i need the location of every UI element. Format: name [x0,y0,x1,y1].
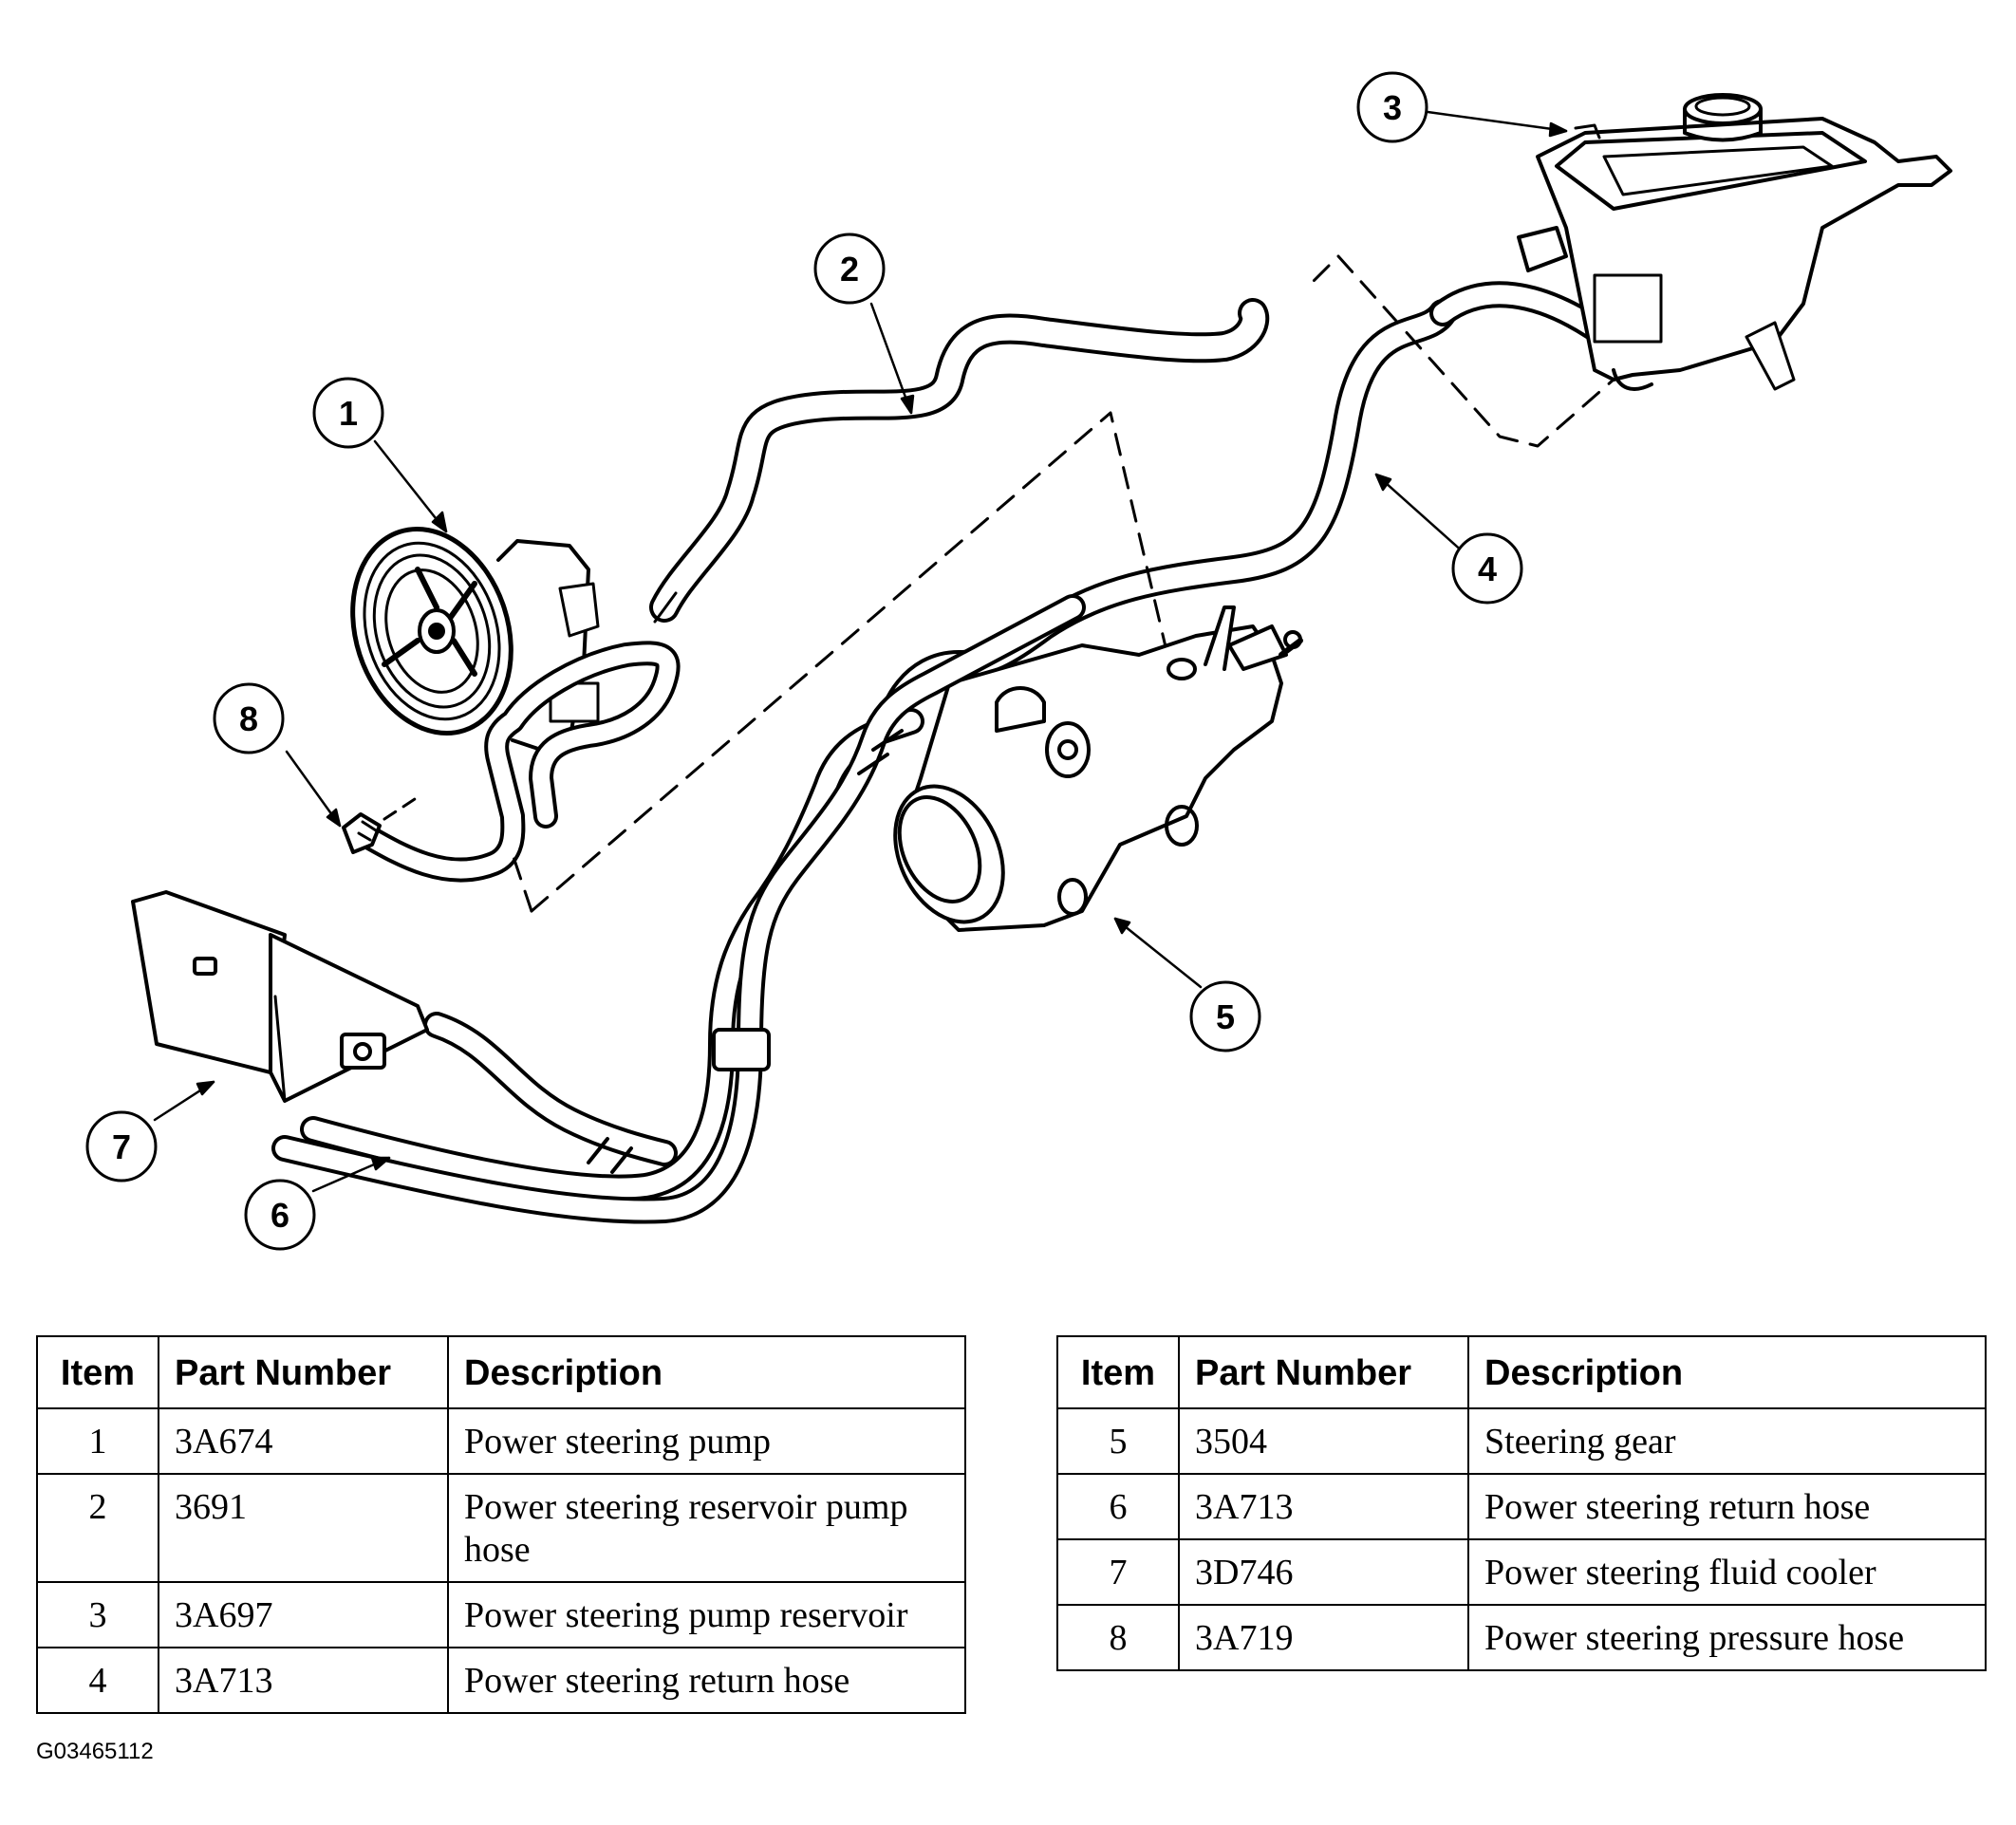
cell-description: Power steering pressure hose [1467,1604,1987,1671]
svg-text:1: 1 [339,394,358,433]
cell-part-number: 3691 [158,1473,449,1583]
cell-item: 3 [36,1581,159,1648]
cell-item: 7 [1056,1538,1180,1606]
svg-text:3: 3 [1383,88,1402,127]
cell-part-number: 3A713 [158,1647,449,1714]
cell-part-number: 3A697 [158,1581,449,1648]
table-row: 8 3A719 Power steering pressure hose [1056,1604,1987,1671]
cell-description: Steering gear [1467,1407,1987,1475]
table-row: 5 3504 Steering gear [1056,1407,1987,1475]
header-description: Description [1467,1335,1987,1409]
steering-gear [893,605,1303,932]
table-row: 1 3A674 Power steering pump [36,1407,966,1475]
callout-1: 1 [312,377,384,449]
table-row: 2 3691 Power steering reservoir pump hos… [36,1473,966,1583]
parts-table-left: Item Part Number Description 1 3A674 Pow… [36,1335,966,1714]
table-row: 4 3A713 Power steering return hose [36,1647,966,1714]
header-part-number: Part Number [158,1335,449,1409]
table-row: 6 3A713 Power steering return hose [1056,1473,1987,1540]
callout-7: 7 [85,1110,158,1183]
callout-4: 4 [1451,532,1523,605]
cell-part-number: 3504 [1178,1407,1469,1475]
pressure-hose [342,641,681,883]
svg-text:7: 7 [112,1127,131,1166]
cell-item: 1 [36,1407,159,1475]
svg-text:5: 5 [1216,997,1235,1036]
cooler-lines [271,594,1086,1224]
table-row: 7 3D746 Power steering fluid cooler [1056,1538,1987,1606]
cell-description: Power steering reservoir pump hose [447,1473,966,1583]
cell-part-number: 3A674 [158,1407,449,1475]
callout-2: 2 [813,233,886,305]
leader-lines [153,109,1568,1193]
cell-part-number: 3D746 [1178,1538,1469,1606]
svg-text:6: 6 [271,1196,289,1235]
cell-description: Power steering fluid cooler [1467,1538,1987,1606]
reservoir-pump-hose [649,298,1270,624]
cell-part-number: 3A719 [1178,1604,1469,1671]
table-header-row: Item Part Number Description [1056,1335,1987,1409]
cell-description: Power steering return hose [447,1647,966,1714]
cell-item: 8 [1056,1604,1180,1671]
figure-id: G03465112 [36,1739,154,1764]
svg-text:8: 8 [239,699,258,738]
header-item: Item [36,1335,159,1409]
cell-description: Power steering pump reservoir [447,1581,966,1648]
svg-text:4: 4 [1478,549,1497,588]
cell-part-number: 3A713 [1178,1473,1469,1540]
power-steering-pump [350,527,600,752]
cell-description: Power steering pump [447,1407,966,1475]
callout-5: 5 [1189,980,1261,1052]
fluid-cooler [131,890,429,1103]
cell-description: Power steering return hose [1467,1473,1987,1540]
header-item: Item [1056,1335,1180,1409]
table-row: 3 3A697 Power steering pump reservoir [36,1581,966,1648]
callout-3: 3 [1356,71,1428,143]
pump-reservoir [1517,93,1952,391]
callout-8: 8 [213,682,285,754]
header-description: Description [447,1335,966,1409]
svg-text:2: 2 [840,250,859,289]
alignment-lines [511,254,1615,913]
table-header-row: Item Part Number Description [36,1335,966,1409]
cell-item: 6 [1056,1473,1180,1540]
callout-6: 6 [244,1179,316,1251]
cell-item: 4 [36,1647,159,1714]
parts-table-right: Item Part Number Description 5 3504 Stee… [1056,1335,1987,1671]
cell-item: 2 [36,1473,159,1583]
cell-item: 5 [1056,1407,1180,1475]
power-steering-diagram: 1 2 3 4 5 6 7 8 [85,71,1952,1251]
header-part-number: Part Number [1178,1335,1469,1409]
